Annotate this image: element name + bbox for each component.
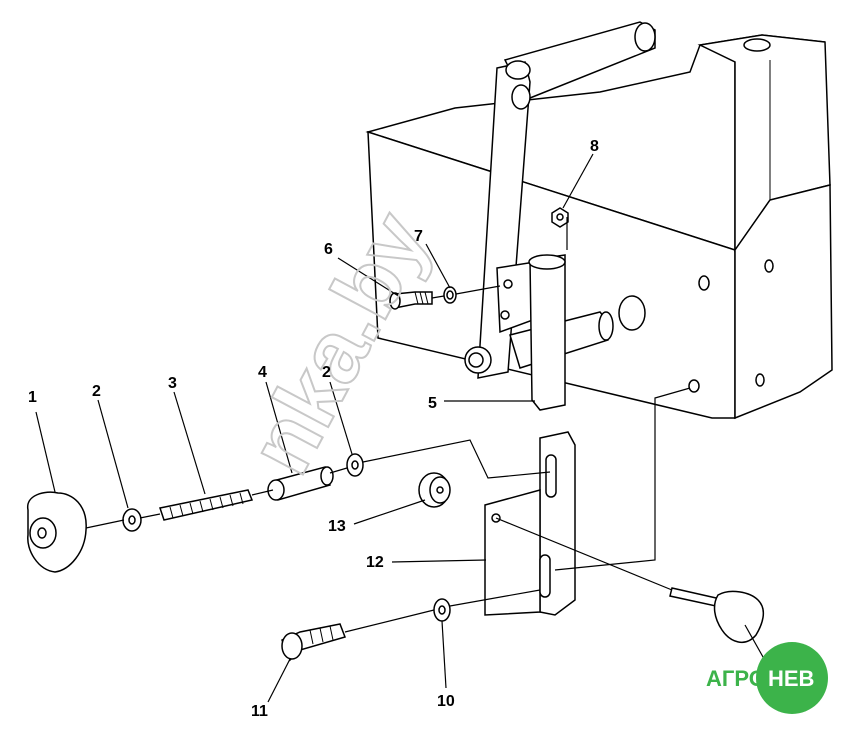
washer-10 [433,598,451,622]
label-part-8: 8 [590,138,599,155]
washer-2-left [122,508,142,532]
label-part-2-right: 2 [322,364,331,381]
label-part-4: 4 [258,364,267,381]
knob-bolt-9 [669,587,765,644]
washer-7 [443,286,457,304]
label-part-10: 10 [437,693,455,710]
sleeve-4 [267,466,334,501]
logo-text-nev: НЕВ [768,666,814,691]
label-part-3: 3 [168,375,177,392]
part-number-labels: 1 2 3 4 2 5 6 7 8 9 10 11 12 13 [28,138,821,720]
label-part-5: 5 [428,395,437,412]
label-part-2-left: 2 [92,383,101,400]
label-part-11: 11 [251,703,268,720]
threaded-rod-3 [159,489,254,521]
label-part-1: 1 [28,389,37,406]
screw-6 [389,291,433,310]
pulley-13 [418,472,451,508]
bolt-11 [281,623,346,662]
agronev-logo: АГРО НЕВ [706,642,828,714]
label-part-12: 12 [366,554,384,571]
bracket-12 [484,431,576,616]
part-5-bracket [528,254,566,411]
knob-1 [27,491,87,573]
label-part-7: 7 [414,228,423,245]
logo-text-agro: АГРО [706,666,766,691]
nut-8 [551,207,569,228]
washer-2-right [346,453,364,477]
label-part-6: 6 [324,241,333,258]
lever-assembly [464,21,656,379]
label-part-13: 13 [328,518,346,535]
gearbox-housing [365,34,833,420]
logo-circle [756,642,828,714]
leader-lines [35,153,777,703]
